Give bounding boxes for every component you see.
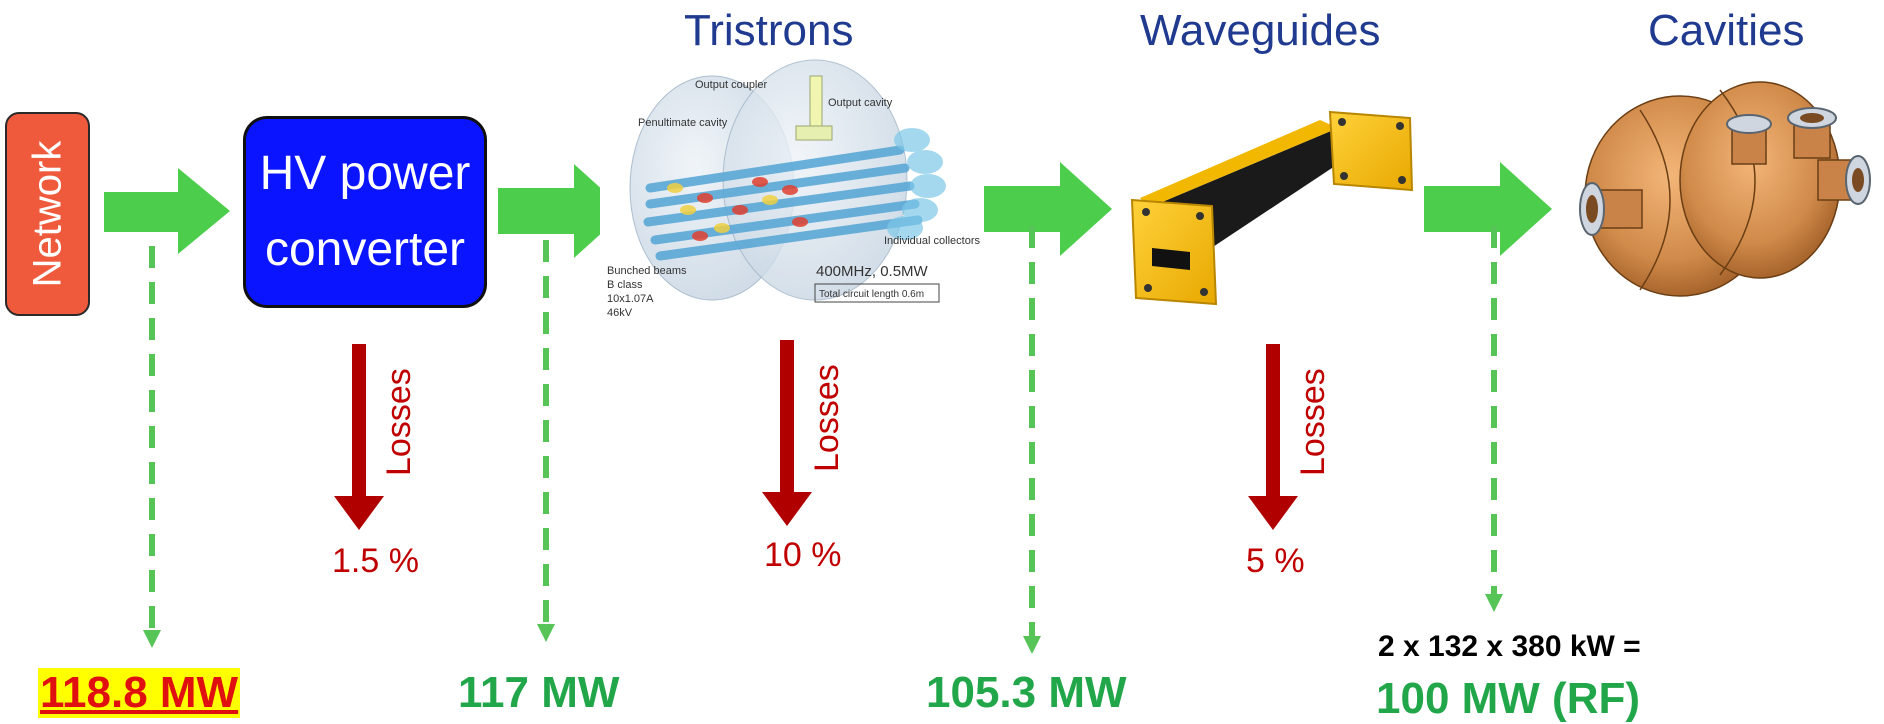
tristron-label-output-coupler: Output coupler (695, 79, 767, 91)
flow-arrow-2 (498, 164, 626, 258)
hv-power-converter-box: HV power converter (243, 116, 487, 308)
dashed-arrowhead-2 (537, 624, 555, 642)
tristrons-title: Tristrons (684, 6, 854, 55)
tristron-figure: Output coupler Output cavity Penultimate… (600, 59, 980, 340)
rf-power-formula: 2 x 132 x 380 kW = (1378, 630, 1641, 663)
loss-percent-3: 5 % (1246, 542, 1305, 580)
waveguides-title: Waveguides (1140, 6, 1381, 55)
flow-arrow-1 (104, 168, 230, 254)
flow-arrow-3 (984, 162, 1112, 256)
loss-arrow-1 (334, 344, 384, 530)
loss-arrow-2 (762, 340, 812, 526)
network-box: Network (5, 112, 90, 316)
tristron-label-freq-power: 400MHz, 0.5MW (816, 263, 929, 280)
waveguide-image (1130, 110, 1414, 306)
tristron-label-voltage: 46kV (607, 307, 633, 319)
tristron-label-output-cavity: Output cavity (828, 97, 893, 109)
cavity-image (1579, 81, 1871, 297)
tristron-label-individual-collectors: Individual collectors (884, 235, 980, 247)
loss-arrow-3 (1248, 344, 1298, 530)
rf-power-value: 100 MW (RF) (1376, 674, 1640, 723)
tristron-label-penultimate-cavity: Penultimate cavity (638, 117, 728, 129)
tristron-label-bunched-beams: Bunched beams (607, 265, 687, 277)
tristron-label-beam-current: 10x1.07A (607, 293, 654, 305)
dashed-arrowhead-1 (143, 630, 161, 648)
losses-label-2: Losses (808, 364, 846, 472)
network-label: Network (25, 140, 69, 288)
dashed-arrowhead-3 (1023, 636, 1041, 654)
converter-output-power-value: 117 MW (458, 668, 620, 717)
cavities-title: Cavities (1648, 6, 1805, 55)
losses-label-1: Losses (380, 368, 418, 476)
network-power-value: 118.8 MW (38, 668, 241, 718)
tristron-label-b-class: B class (607, 279, 643, 291)
loss-percent-2: 10 % (764, 536, 842, 574)
flow-arrow-4 (1424, 162, 1552, 256)
hv-converter-line1: HV power (259, 147, 471, 200)
loss-percent-1: 1.5 % (332, 542, 419, 580)
tristron-output-power-value: 105.3 MW (926, 668, 1127, 717)
tristron-label-circuit-length: Total circuit length 0.6m (819, 289, 924, 300)
hv-converter-line2: converter (264, 223, 466, 276)
dashed-arrowhead-4 (1485, 594, 1503, 612)
losses-label-3: Losses (1294, 368, 1332, 476)
